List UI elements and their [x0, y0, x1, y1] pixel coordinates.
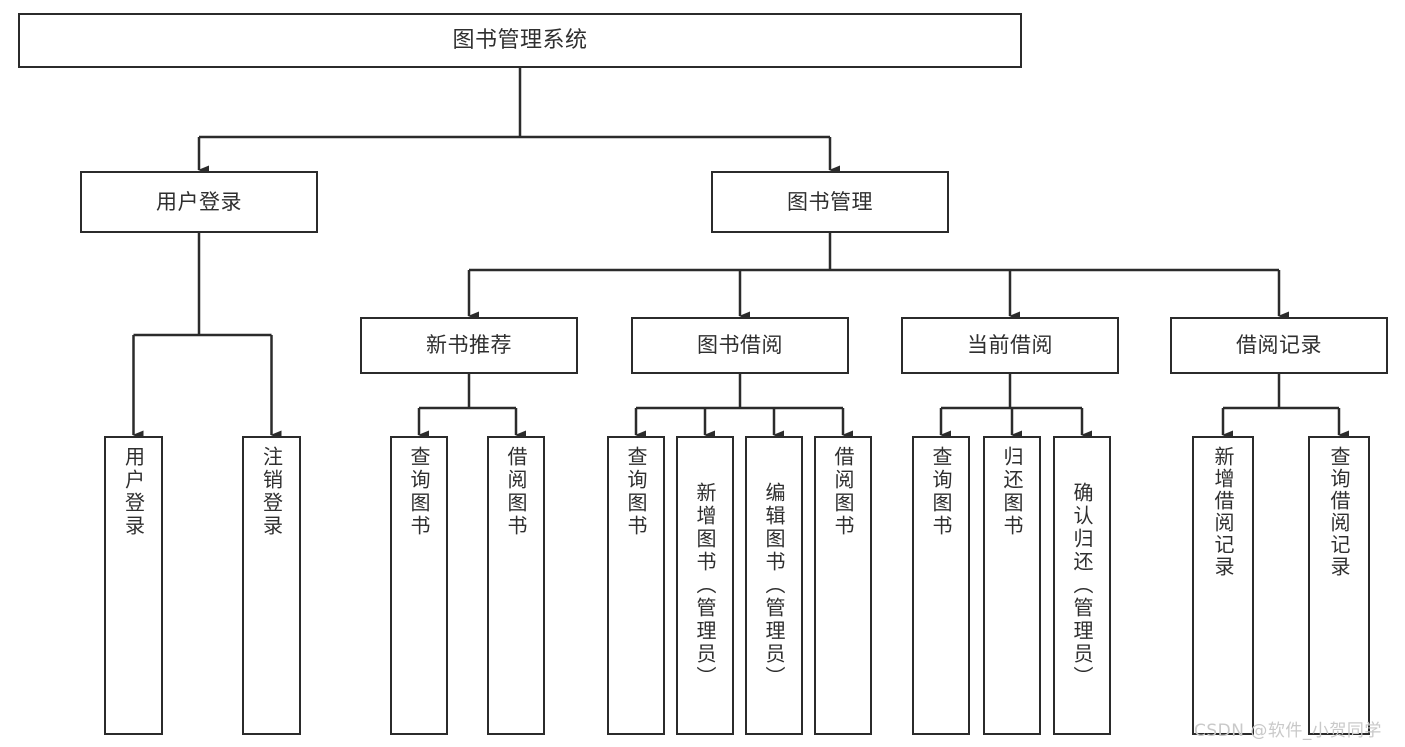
node-label: 借阅图书 [504, 446, 528, 538]
node-l_new2[interactable]: 借阅图书 [487, 436, 545, 735]
node-label: 借阅记录 [1236, 333, 1322, 358]
node-l_cur3[interactable]: 确认归还（管理员） [1053, 436, 1111, 735]
node-l_new1[interactable]: 查询图书 [390, 436, 448, 735]
node-records[interactable]: 借阅记录 [1170, 317, 1388, 374]
node-label: 归还图书 [1000, 446, 1024, 538]
node-label: 借阅图书 [831, 446, 855, 538]
node-current[interactable]: 当前借阅 [901, 317, 1119, 374]
node-newbook[interactable]: 新书推荐 [360, 317, 578, 374]
node-label: 图书借阅 [697, 333, 783, 358]
node-l_bor1[interactable]: 查询图书 [607, 436, 665, 735]
node-l_rec1[interactable]: 新增借阅记录 [1192, 436, 1254, 735]
node-label: 图书管理 [787, 189, 873, 214]
node-l_cur1[interactable]: 查询图书 [912, 436, 970, 735]
node-label: 图书管理系统 [452, 27, 588, 53]
edge-group [132, 68, 1349, 440]
node-l_bor2[interactable]: 新增图书（管理员） [676, 436, 734, 735]
node-l_cur2[interactable]: 归还图书 [983, 436, 1041, 735]
node-label: 注销登录 [259, 446, 284, 538]
node-bookmgmt[interactable]: 图书管理 [711, 171, 949, 233]
node-root[interactable]: 图书管理系统 [18, 13, 1022, 68]
node-label: 用户登录 [121, 446, 146, 538]
node-label: 用户登录 [156, 189, 242, 214]
node-label: 新书推荐 [426, 333, 512, 358]
node-label: 新增借阅记录 [1211, 446, 1235, 578]
node-label: 当前借阅 [967, 333, 1053, 358]
node-l_login2[interactable]: 注销登录 [242, 436, 301, 735]
node-label: 查询图书 [929, 446, 953, 538]
node-l_login1[interactable]: 用户登录 [104, 436, 163, 735]
node-label: 编辑图书（管理员） [762, 482, 786, 689]
node-borrow[interactable]: 图书借阅 [631, 317, 849, 374]
node-label: 查询借阅记录 [1327, 446, 1351, 578]
csdn-watermark: CSDN @软件_小贺同学 [1194, 721, 1382, 741]
node-l_bor4[interactable]: 借阅图书 [814, 436, 872, 735]
node-label: 确认归还（管理员） [1070, 482, 1094, 689]
node-l_rec2[interactable]: 查询借阅记录 [1308, 436, 1370, 735]
node-label: 新增图书（管理员） [693, 482, 717, 689]
node-label: 查询图书 [624, 446, 648, 538]
node-label: 查询图书 [407, 446, 431, 538]
node-login[interactable]: 用户登录 [80, 171, 318, 233]
node-l_bor3[interactable]: 编辑图书（管理员） [745, 436, 803, 735]
